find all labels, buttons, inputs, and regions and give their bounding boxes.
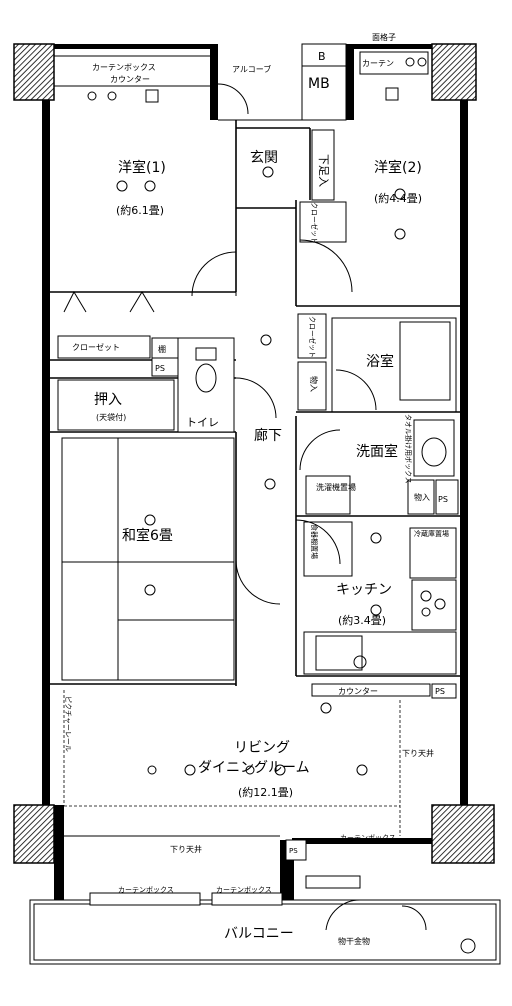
drying-hardware-label: 物干金物 <box>338 936 370 946</box>
curtain-box-label-left: カーテンボックス <box>92 63 156 72</box>
kitchen-area-label: (約3.4畳) <box>338 613 386 627</box>
interior-walls <box>50 43 460 861</box>
washroom-label: 洗面室 <box>356 443 398 460</box>
living-label-2: ダイニングルーム <box>198 760 310 776</box>
balcony-label: バルコニー <box>224 926 294 942</box>
western-room-1-name: 洋室(1) <box>118 159 166 176</box>
ps-label-1: PS <box>155 364 165 373</box>
towel-box-label: タオル掛け用ボックス <box>404 414 413 484</box>
mb-label: MB <box>308 76 330 92</box>
shoe-box-label: 下足入 <box>317 154 330 187</box>
living-label-1: リビング <box>234 740 290 756</box>
entrance-label: 玄関 <box>250 149 278 166</box>
light-symbols <box>87 57 427 776</box>
fixtures <box>195 347 476 954</box>
western-room-1-area: (約6.1畳) <box>116 203 164 217</box>
closet-w2-label: クローゼット <box>310 202 319 244</box>
curtain-box-living-label: カーテンボックス <box>340 834 396 842</box>
corridor-label: 廊下 <box>254 427 282 444</box>
counter-label-left: カウンター <box>110 75 150 84</box>
pantry-label: 食器棚置場 <box>310 524 319 559</box>
washer-label: 洗濯機置場 <box>316 482 356 492</box>
counter-kitchen-label: カウンター <box>338 687 378 696</box>
curtain-box-b2-label: カーテンボックス <box>216 886 272 894</box>
kitchen-label: キッチン <box>336 582 392 598</box>
oshiire-sub-label: (天袋付) <box>96 412 126 422</box>
storage-wash-label: 物入 <box>414 492 430 502</box>
shelf-label: 棚 <box>158 344 166 354</box>
ps-label-2: PS <box>438 495 448 504</box>
western-room-2-name: 洋室(2) <box>374 159 422 176</box>
door-swings <box>63 83 427 931</box>
closet-small-label: クローゼット <box>308 316 317 358</box>
oshiire-label: 押入 <box>94 392 122 408</box>
drop-ceiling-right-label: 下り天井 <box>402 748 434 758</box>
ps-label-3: PS <box>435 687 445 696</box>
japanese-room-label: 和室6畳 <box>122 527 173 544</box>
toilet-label: トイレ <box>186 416 219 429</box>
alcove-label: アルコーブ <box>232 64 271 74</box>
curtain-box-b1-label: カーテンボックス <box>118 886 174 894</box>
fridge-label: 冷蔵庫置場 <box>414 529 449 538</box>
curtain-label-right: カーテン <box>362 59 394 68</box>
picture-rail-label: ピクチャーレール <box>64 696 72 752</box>
storage-small-label: 物入 <box>309 376 319 392</box>
drop-ceiling-bottom-label: 下り天井 <box>170 844 202 854</box>
bath-label: 浴室 <box>366 353 394 370</box>
closet-w1-label: クローゼット <box>72 342 120 352</box>
ps-label-4: PS <box>289 847 298 855</box>
living-area-label: (約12.1畳) <box>238 785 293 799</box>
b-mark-label: B <box>318 50 326 63</box>
lattice-label: 面格子 <box>372 32 396 42</box>
room-labels: カーテンボックス カウンター アルコーブ 面格子 カーテン B MB 洋室(1)… <box>64 32 449 946</box>
western-room-2-area: (約4.4畳) <box>374 191 422 205</box>
exterior-walls <box>13 43 501 965</box>
